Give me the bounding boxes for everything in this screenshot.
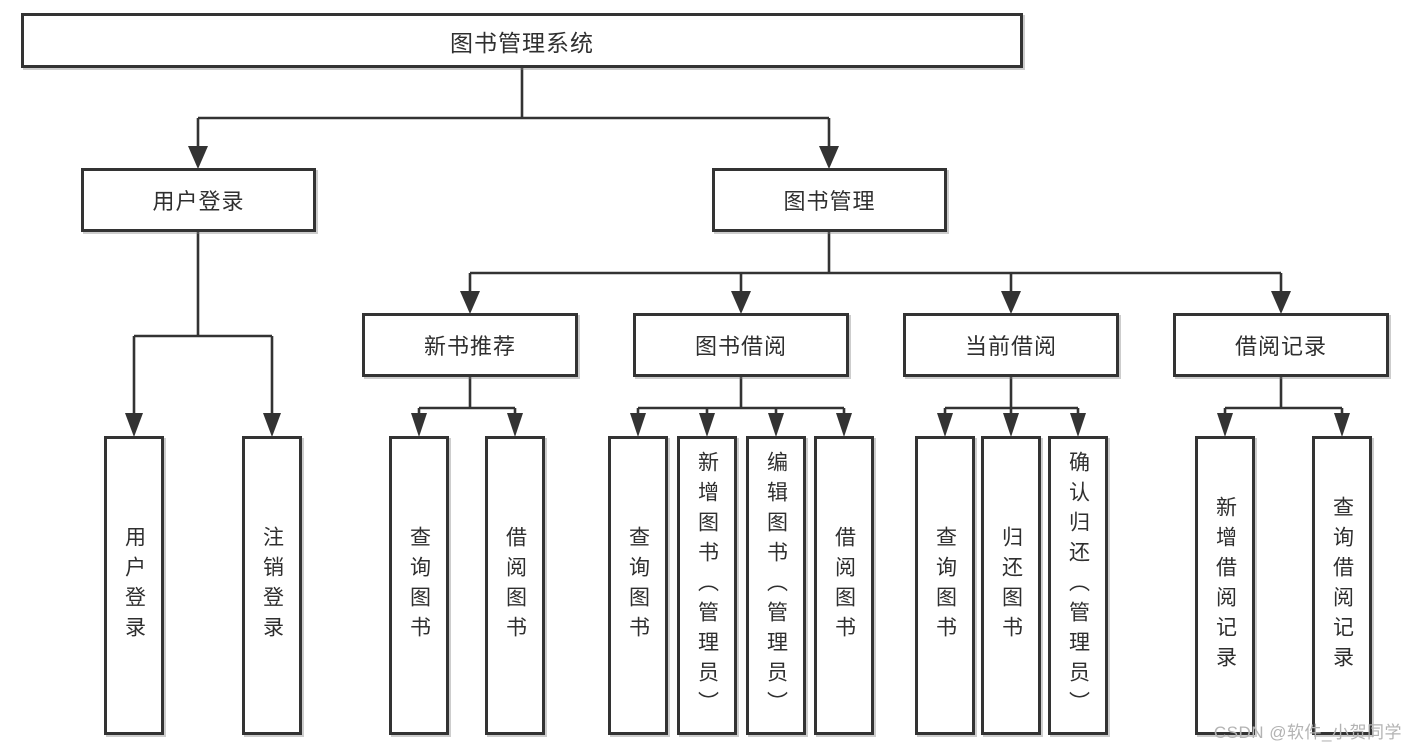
leaf-records-add-record: 新增借阅记录 <box>1195 436 1255 735</box>
node-user-login-label: 用户登录 <box>152 189 245 214</box>
leaf-borrowing-edit-books-admin-label: 编辑图书（管理员） <box>764 450 788 721</box>
leaf-current-return-books: 归还图书 <box>981 436 1041 735</box>
connector-user-login-branch <box>125 232 281 437</box>
node-current-borrowing: 当前借阅 <box>903 313 1119 377</box>
leaf-user-login-label: 用户登录 <box>122 525 146 646</box>
leaf-current-query-books: 查询图书 <box>915 436 975 735</box>
connector-book-management-branch <box>460 232 1291 314</box>
connector-root-branch <box>188 68 839 169</box>
leaf-records-query-record-label: 查询借阅记录 <box>1330 495 1354 676</box>
node-book-management-label: 图书管理 <box>783 189 876 214</box>
leaf-borrowing-add-books-admin-label: 新增图书（管理员） <box>695 450 719 721</box>
node-book-management-system: 图书管理系统 <box>21 13 1023 68</box>
connector-book-borrowing-branch <box>630 377 852 437</box>
node-book-borrowing: 图书借阅 <box>633 313 849 377</box>
leaf-borrowing-borrow-books: 借阅图书 <box>814 436 874 735</box>
node-new-book-recommend: 新书推荐 <box>362 313 578 377</box>
node-book-management: 图书管理 <box>712 168 947 232</box>
leaf-logout: 注销登录 <box>242 436 302 735</box>
leaf-user-login: 用户登录 <box>104 436 164 735</box>
leaf-current-return-books-label: 归还图书 <box>999 525 1023 646</box>
node-book-borrowing-label: 图书借阅 <box>694 334 787 359</box>
leaf-borrowing-edit-books-admin: 编辑图书（管理员） <box>746 436 806 735</box>
leaf-borrowing-query-books: 查询图书 <box>608 436 668 735</box>
node-new-book-recommend-label: 新书推荐 <box>423 334 516 359</box>
leaf-records-query-record: 查询借阅记录 <box>1312 436 1372 735</box>
leaf-borrowing-add-books-admin: 新增图书（管理员） <box>677 436 737 735</box>
leaf-current-confirm-return-admin: 确认归还（管理员） <box>1048 436 1108 735</box>
leaf-recommend-borrow-books: 借阅图书 <box>485 436 545 735</box>
leaf-recommend-query-books-label: 查询图书 <box>407 525 431 646</box>
leaf-borrowing-borrow-books-label: 借阅图书 <box>832 525 856 646</box>
leaf-borrowing-query-books-label: 查询图书 <box>626 525 650 646</box>
connector-new-book-recommend-branch <box>411 377 523 437</box>
connector-borrowing-records-branch <box>1217 377 1350 437</box>
leaf-logout-label: 注销登录 <box>260 525 284 646</box>
node-borrowing-records-label: 借阅记录 <box>1234 334 1327 359</box>
node-current-borrowing-label: 当前借阅 <box>964 334 1057 359</box>
csdn-watermark: CSDN @软件_小贺同学 <box>1213 723 1402 742</box>
leaf-recommend-query-books: 查询图书 <box>389 436 449 735</box>
node-book-management-system-label: 图书管理系统 <box>450 29 594 56</box>
node-borrowing-records: 借阅记录 <box>1173 313 1389 377</box>
leaf-recommend-borrow-books-label: 借阅图书 <box>503 525 527 646</box>
leaf-current-query-books-label: 查询图书 <box>933 525 957 646</box>
leaf-records-add-record-label: 新增借阅记录 <box>1213 495 1237 676</box>
leaf-current-confirm-return-admin-label: 确认归还（管理员） <box>1066 450 1090 721</box>
node-user-login: 用户登录 <box>81 168 316 232</box>
connector-current-borrowing-branch <box>937 377 1086 437</box>
